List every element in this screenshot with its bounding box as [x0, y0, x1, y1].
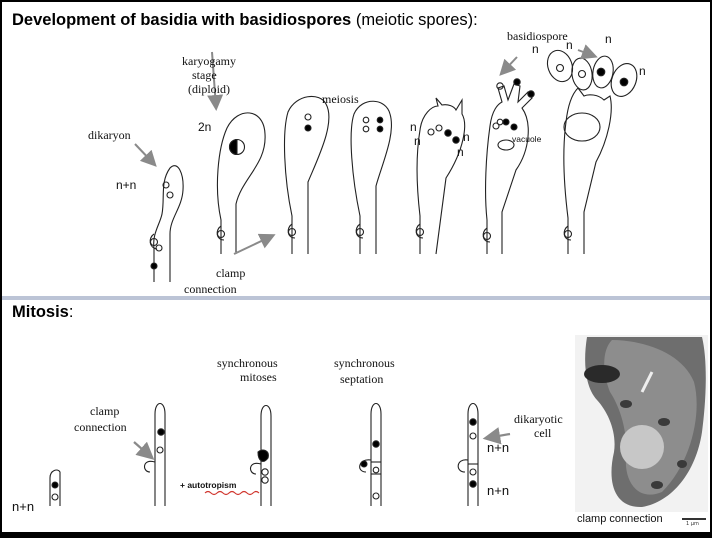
autotropism-wave	[204, 490, 260, 496]
label-basidiospore: basidiospore	[507, 29, 568, 43]
hypha-synchronous-septation	[359, 402, 382, 506]
tem-micrograph	[575, 335, 708, 512]
basidium-stage-mature	[546, 49, 638, 254]
section-divider	[2, 296, 710, 300]
label-karyogamy-line1: karyogamy	[182, 54, 236, 68]
arrow-clamp	[233, 233, 276, 255]
label-dikaryotic-line1: dikaryotic	[514, 412, 563, 426]
basidium-stage-karyogamy	[216, 112, 266, 254]
arrow-dikaryotic	[482, 427, 511, 445]
label-clamp-bottom-line1: clamp	[90, 404, 120, 418]
basidium-stage-meiosis	[350, 100, 392, 254]
label-n-plus-n-small: n+n	[12, 499, 35, 514]
arrow-basidiospore	[499, 56, 518, 76]
hypha-tip-small	[49, 469, 61, 506]
label-n-2: n	[414, 134, 421, 148]
label-autotropism: + autotropism	[180, 480, 237, 490]
bottom-title: Mitosis:	[12, 303, 74, 321]
arrow-clamp-bottom	[133, 441, 155, 460]
arrow-basidiospore-2	[577, 44, 598, 60]
label-sync-septation-line1: synchronous	[334, 356, 395, 370]
label-n-1: n	[410, 120, 417, 134]
label-clamp-top-line1: clamp	[216, 266, 246, 280]
basidium-stage-dikaryon	[149, 165, 184, 282]
label-sync-septation-line2: septation	[340, 372, 384, 386]
scale-bar-label: 1 μm	[686, 521, 699, 527]
label-sync-mitoses-line1: synchronous	[217, 356, 278, 370]
hypha-synchronous-mitoses	[250, 404, 272, 506]
basidium-stage-sterigmata	[482, 78, 535, 254]
label-n-8: n	[639, 64, 646, 78]
basidia-diagram	[49, 44, 708, 512]
label-n-7: n	[605, 32, 612, 46]
label-vacuole: vacuole	[512, 134, 542, 144]
scale-bar	[682, 518, 706, 520]
top-title: Development of basidia with basidiospore…	[12, 11, 478, 29]
label-clamp-top-line2: connection	[184, 282, 237, 296]
label-karyogamy-line3: (diploid)	[188, 82, 230, 96]
label-n-3: n	[463, 130, 470, 144]
label-2n: 2n	[198, 120, 212, 134]
label-clamp-bottom-line2: connection	[74, 420, 127, 434]
basidium-stage-meiosis-early	[283, 95, 330, 254]
label-dikaryon: dikaryon	[88, 128, 131, 142]
hypha-clamp-forming	[144, 402, 166, 506]
label-n-plus-n-lower: n+n	[487, 483, 510, 498]
arrow-karyogamy	[207, 51, 224, 111]
label-n-plus-n-dikaryon: n+n	[116, 178, 137, 192]
label-n-5: n	[532, 42, 539, 56]
label-karyogamy-line2: stage	[192, 68, 217, 82]
label-sync-mitoses-line2: mitoses	[240, 370, 277, 384]
label-n-6: n	[566, 38, 573, 52]
arrow-dikaryon	[134, 143, 157, 167]
label-n-plus-n-upper: n+n	[487, 440, 510, 455]
label-meiosis: meiosis	[322, 92, 359, 106]
slide: Development of basidia with basidiospore…	[2, 2, 710, 532]
label-n-4: n	[457, 145, 464, 159]
label-clamp-connection-caption: clamp connection	[577, 513, 663, 525]
basidium-stage-four-nuclei	[415, 97, 466, 255]
label-dikaryotic-line2: cell	[534, 426, 552, 440]
hypha-dikaryotic-cell	[457, 402, 479, 506]
